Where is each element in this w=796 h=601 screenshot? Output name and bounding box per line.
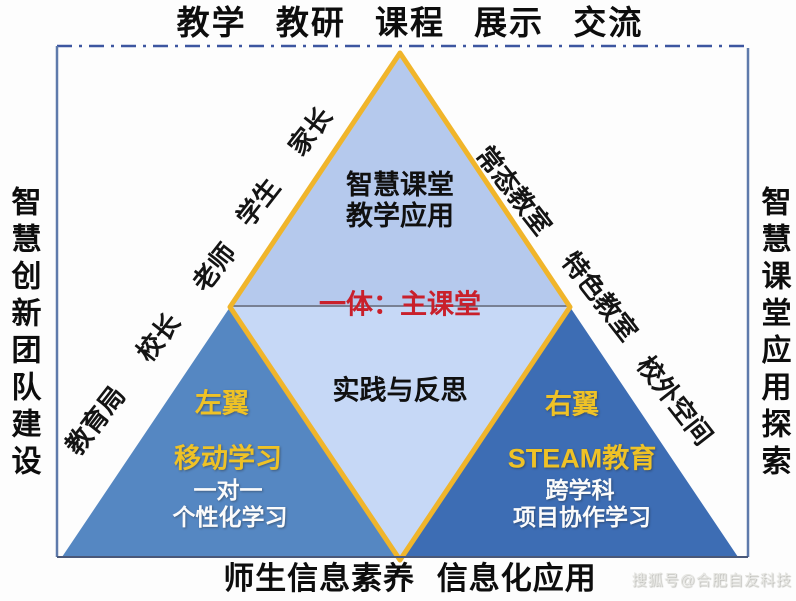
top-title: 教学 教研 课程 展示 交流 xyxy=(176,4,644,42)
bottom-title: 师生信息素养 信息化应用 xyxy=(223,561,597,597)
right-wing-subtitle: STEAM教育 xyxy=(507,443,657,474)
right-wing-line1: 跨学科 xyxy=(545,476,615,503)
right-wing-triangle xyxy=(400,307,738,557)
diamond-top-text-line2: 教学应用 xyxy=(346,201,454,231)
watermark: 搜狐号@合肥自友科技 xyxy=(631,572,792,589)
left-wing-subtitle: 移动学习 xyxy=(174,443,282,474)
right-wing-title: 右翼 xyxy=(545,389,599,420)
diamond-gold-border xyxy=(227,50,573,563)
diamond-bottom-text: 实践与反思 xyxy=(332,375,468,406)
diamond-center-text: 一体：主课堂 xyxy=(319,289,481,320)
diamond-lower-half xyxy=(230,307,570,560)
diamond-upper-half xyxy=(230,53,570,307)
diamond-top-text: 智慧课堂 教学应用 xyxy=(346,170,454,232)
left-wing-title: 左翼 xyxy=(195,388,249,419)
right-vertical-title: 智慧课堂应用探索 xyxy=(756,186,790,482)
left-wing-line2: 个性化学习 xyxy=(172,503,288,530)
right-wing-line2: 项目协作学习 xyxy=(513,503,651,530)
diamond-top-text-line1: 智慧课堂 xyxy=(346,169,454,200)
left-wing-line1: 一对一 xyxy=(193,476,263,503)
left-wing-triangle xyxy=(62,307,400,557)
left-vertical-title: 智慧创新团队建设 xyxy=(6,186,40,482)
